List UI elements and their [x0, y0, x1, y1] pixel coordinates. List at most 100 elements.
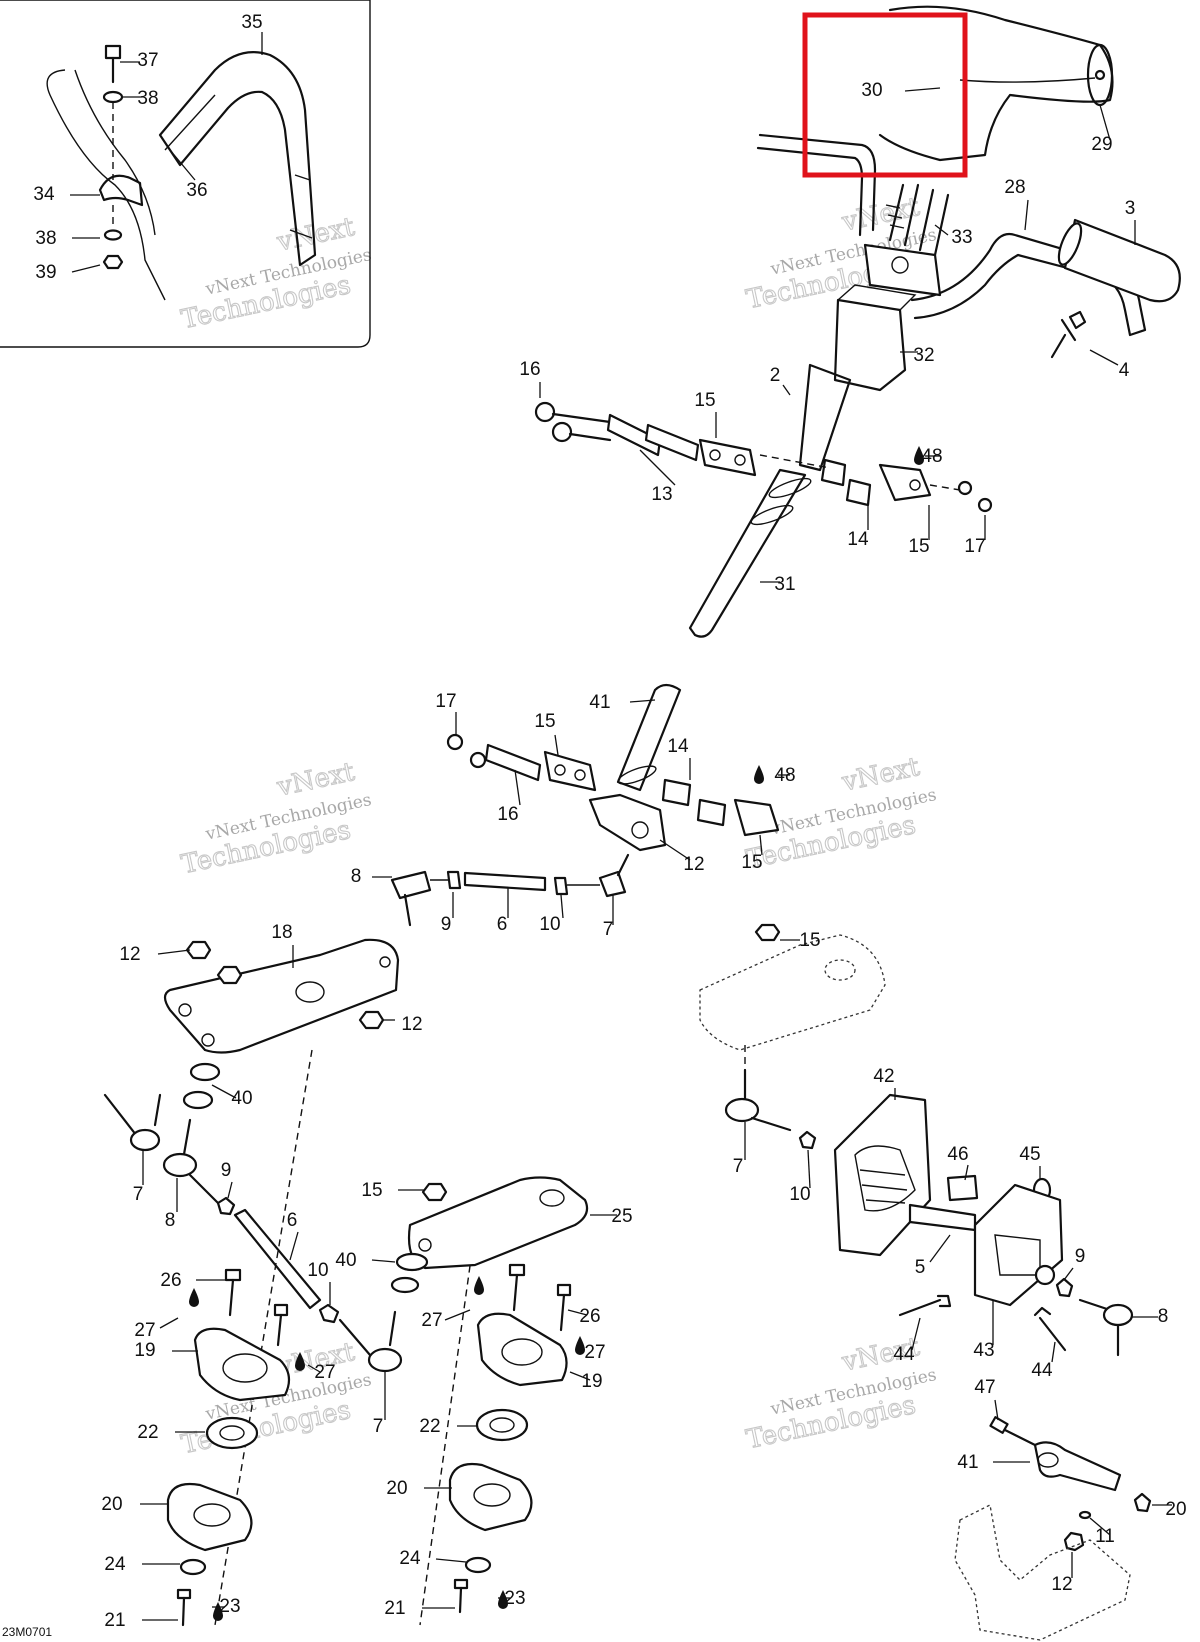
- callout-label: 16: [497, 804, 518, 825]
- callout-label: 16: [519, 359, 540, 380]
- callout-label: 46: [947, 1144, 968, 1165]
- callout-label: 27: [314, 1362, 335, 1383]
- callout-label: 9: [1075, 1246, 1086, 1267]
- callout-label: 48: [921, 446, 942, 467]
- oil-drop-icon: [213, 1602, 223, 1621]
- callout-label: 15: [741, 852, 762, 873]
- callout-label: 33: [951, 227, 972, 248]
- callout-label: 13: [651, 484, 672, 505]
- callout-label: 28: [1004, 177, 1025, 198]
- lower-right-assembly: [699, 923, 1152, 1641]
- callout-leader: [1089, 349, 1119, 366]
- callout-label: 23: [219, 1596, 240, 1617]
- callout-label: 41: [957, 1452, 978, 1473]
- callout-leader: [169, 149, 196, 181]
- callout-leader: [371, 1259, 396, 1263]
- callout-leader: [807, 1149, 811, 1189]
- oil-drop-markers: [189, 446, 924, 1621]
- callout-label: 43: [973, 1340, 994, 1361]
- callout-label: 6: [287, 1210, 298, 1231]
- callout-label: 2: [770, 365, 781, 386]
- upper-steering-assembly: [534, 5, 1181, 638]
- callout-label: 30: [861, 80, 882, 101]
- callout-label: 22: [137, 1422, 158, 1443]
- oil-drop-icon: [914, 446, 924, 465]
- oil-drop-icon: [295, 1352, 305, 1371]
- callout-label: 24: [104, 1554, 126, 1575]
- callout-leader: [782, 384, 791, 396]
- callout-label: 9: [441, 914, 452, 935]
- callout-leader: [514, 769, 521, 806]
- callout-label: 19: [581, 1371, 602, 1392]
- middle-steering-assembly: [390, 683, 780, 927]
- callout-label: 45: [1019, 1144, 1040, 1165]
- callout-label: 15: [799, 930, 820, 951]
- callout-label: 20: [1165, 1499, 1186, 1520]
- callout-leader: [157, 949, 191, 955]
- callout-leader: [629, 699, 656, 703]
- callout-label: 41: [589, 692, 610, 713]
- callout-label: 17: [435, 691, 456, 712]
- callout-label: 25: [611, 1206, 632, 1227]
- callout-label: 12: [683, 854, 704, 875]
- callout-label: 4: [1119, 360, 1130, 381]
- callout-label: 12: [119, 944, 140, 965]
- callout-label: 19: [134, 1340, 155, 1361]
- callout-label: 10: [789, 1184, 810, 1205]
- callout-label: 20: [101, 1494, 122, 1515]
- callout-leader: [435, 1558, 467, 1563]
- oil-drop-icon: [189, 1288, 199, 1307]
- callout-label: 12: [401, 1014, 422, 1035]
- callout-label: 40: [231, 1088, 252, 1109]
- lower-left-assembly: [103, 938, 589, 1627]
- callout-label: 15: [534, 711, 555, 732]
- callout-leader: [307, 1364, 321, 1373]
- callout-label: 47: [974, 1377, 995, 1398]
- oil-drop-icon: [498, 1590, 508, 1609]
- callout-label: 32: [913, 345, 934, 366]
- callout-leader: [1099, 104, 1111, 141]
- callout-label: 48: [774, 765, 795, 786]
- callout-leader: [227, 1181, 233, 1199]
- callout-leader: [71, 264, 101, 273]
- callout-label: 36: [186, 180, 207, 201]
- oil-drop-icon: [474, 1276, 484, 1295]
- callout-label: 15: [694, 390, 715, 411]
- callout-label: 40: [335, 1250, 356, 1271]
- callout-label: 24: [399, 1548, 421, 1569]
- callout-leader: [639, 449, 676, 486]
- callout-leader: [934, 224, 949, 236]
- callout-label: 44: [893, 1344, 915, 1365]
- callout-label: 8: [1158, 1306, 1169, 1327]
- callout-label: 42: [873, 1066, 894, 1087]
- callout-label: 39: [35, 262, 56, 283]
- callout-label: 11: [1095, 1526, 1115, 1547]
- callout-leader: [659, 839, 691, 861]
- callout-leader: [567, 1309, 588, 1316]
- callout-leader: [1063, 1267, 1074, 1281]
- callout-leader: [1024, 199, 1029, 231]
- callout-leader: [554, 734, 559, 756]
- clamp-bolts: [885, 183, 950, 257]
- callout-leader: [1051, 1341, 1056, 1363]
- callout-label: 20: [386, 1478, 407, 1499]
- callout-label: 9: [221, 1160, 232, 1181]
- callout-label: 27: [421, 1310, 442, 1331]
- callout-leader: [569, 1371, 591, 1381]
- callout-label: 31: [774, 574, 795, 595]
- callout-label: 8: [351, 866, 362, 887]
- callout-label: 17: [964, 536, 985, 557]
- callout-leader: [929, 1234, 951, 1263]
- callout-label: 44: [1031, 1360, 1053, 1381]
- callout-label: 7: [373, 1416, 384, 1437]
- callout-leader: [444, 1309, 471, 1321]
- callout-leader: [964, 1164, 969, 1181]
- callout-label: 21: [384, 1598, 405, 1619]
- callout-label: 37: [137, 50, 158, 71]
- callout-label: 34: [33, 184, 55, 205]
- callout-label: 14: [847, 529, 869, 550]
- callout-label: 12: [1051, 1574, 1072, 1595]
- callout-label: 10: [307, 1260, 328, 1281]
- callout-leader: [911, 1317, 921, 1351]
